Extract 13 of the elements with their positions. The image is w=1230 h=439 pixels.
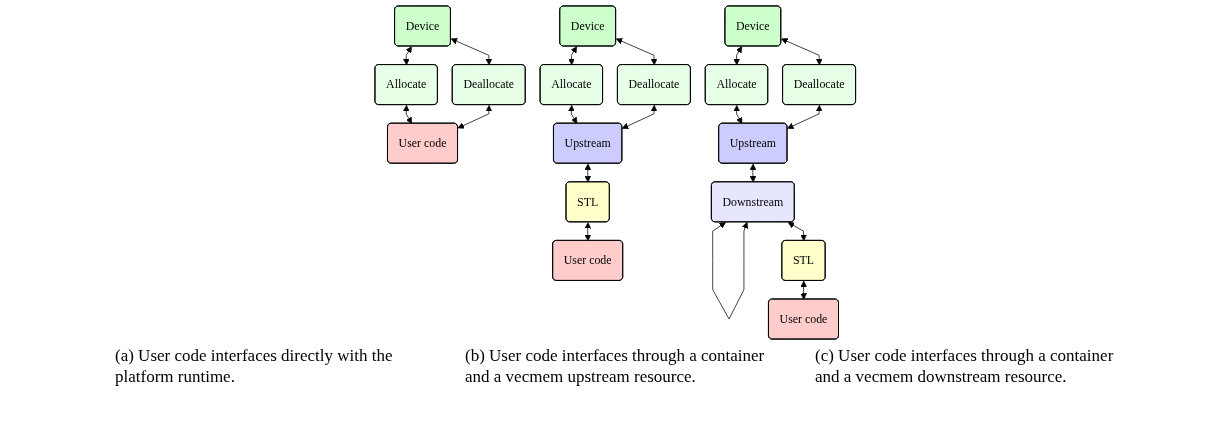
arrow: [584, 163, 591, 183]
arrow: [733, 46, 742, 66]
figure-caption: (b) User code interfaces through a container and a vecmem upstream resource.: [465, 345, 765, 388]
arrow: [749, 163, 756, 183]
arrow: [584, 222, 591, 242]
arrow: [567, 105, 577, 124]
figure-caption: (a) User code interfaces directly with the platform runtime.: [115, 345, 394, 388]
arrow: [402, 46, 412, 66]
arrow: [402, 105, 412, 124]
arrow: [567, 46, 577, 66]
figure-caption: (c) User code interfaces through a container and a vecmem downstream resource.: [815, 345, 1115, 388]
arrow: [800, 280, 807, 300]
arrow: [733, 105, 743, 124]
